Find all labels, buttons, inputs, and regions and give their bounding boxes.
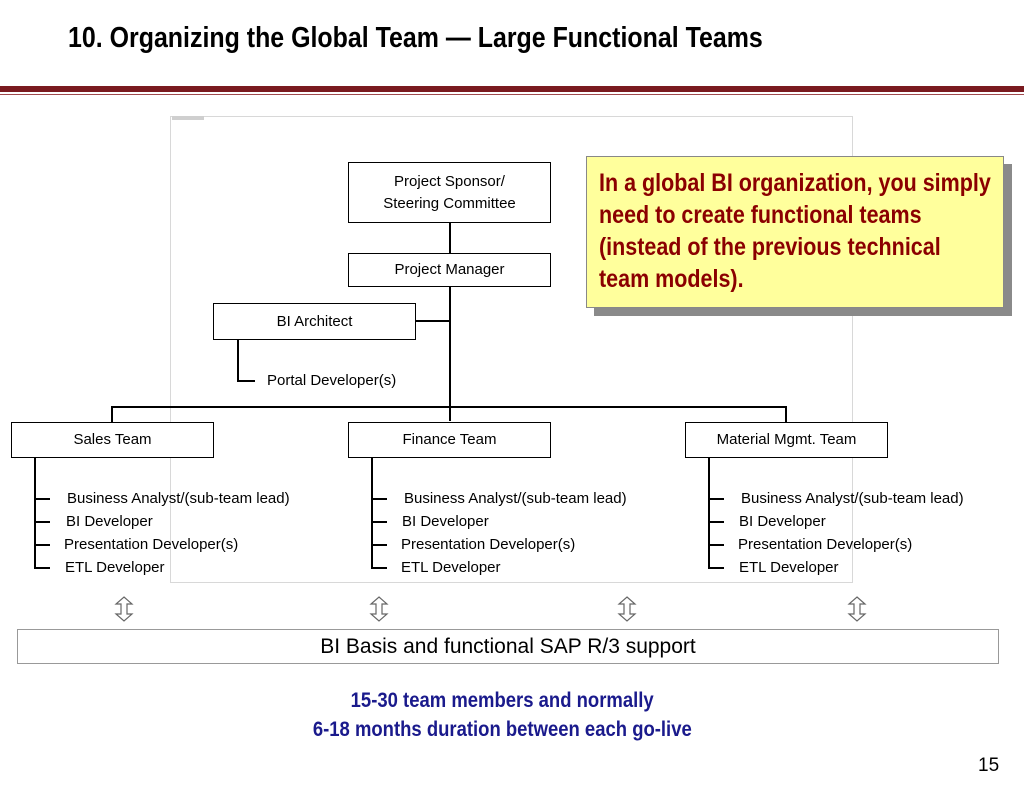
connector-architect-spine [415, 320, 450, 322]
team-sales-member: ETL Developer [65, 559, 165, 576]
connector-pm-spine [449, 287, 451, 421]
team-finance-member: ETL Developer [401, 559, 501, 576]
connector-sponsor-pm [449, 223, 451, 253]
title-rule [0, 86, 1024, 92]
connector-team-bus [111, 406, 787, 408]
support-bar: BI Basis and functional SAP R/3 support [17, 629, 999, 664]
team-material-spine [708, 458, 710, 569]
project-manager-box: Project Manager [348, 253, 551, 287]
team-finance-tick [371, 567, 387, 569]
frame-corner-mark [172, 116, 204, 120]
title-rule-thin [0, 94, 1024, 95]
team-material-member: Presentation Developer(s) [738, 536, 913, 553]
double-arrow-updown-icon [847, 596, 867, 622]
note-line1: 15-30 team members and normally [350, 689, 654, 712]
team-finance-member: Presentation Developer(s) [401, 536, 576, 553]
connector-bus-sales [111, 406, 113, 422]
connector-architect-portal-v [237, 340, 239, 381]
page-number: 15 [978, 755, 1000, 776]
team-box-finance: Finance Team [348, 422, 551, 458]
double-arrow-updown-icon [369, 596, 389, 622]
team-sales-member: BI Developer [66, 513, 153, 530]
connector-architect-portal-h [237, 380, 255, 382]
project-sponsor-box: Project Sponsor/ Steering Committee [348, 162, 551, 223]
connector-bus-material [785, 406, 787, 422]
double-arrow-updown-icon [617, 596, 637, 622]
note-line2: 6-18 months duration between each go-liv… [312, 718, 692, 741]
team-sales-member: Presentation Developer(s) [64, 536, 239, 553]
team-finance-member: Business Analyst/(sub-team lead) [404, 490, 627, 507]
project-sponsor-line1: Project Sponsor/ [394, 172, 505, 190]
bottom-note: 15-30 team members and normally 6-18 mon… [0, 686, 1004, 744]
team-material-tick [708, 498, 724, 500]
team-material-tick [708, 567, 724, 569]
team-sales-tick [34, 521, 50, 523]
team-finance-member: BI Developer [402, 513, 489, 530]
team-finance-tick [371, 544, 387, 546]
bi-architect-box: BI Architect [213, 303, 416, 340]
team-material-member: Business Analyst/(sub-team lead) [741, 490, 964, 507]
team-sales-tick [34, 498, 50, 500]
team-sales-spine [34, 458, 36, 569]
team-material-tick [708, 521, 724, 523]
team-finance-tick [371, 498, 387, 500]
team-sales-member: Business Analyst/(sub-team lead) [67, 490, 290, 507]
project-sponsor-line2: Steering Committee [383, 194, 516, 212]
team-sales-tick [34, 567, 50, 569]
portal-developer-label: Portal Developer(s) [267, 372, 397, 389]
team-material-member: ETL Developer [739, 559, 839, 576]
team-material-tick [708, 544, 724, 546]
team-sales-tick [34, 544, 50, 546]
team-material-member: BI Developer [739, 513, 826, 530]
team-finance-tick [371, 521, 387, 523]
slide-title: 10. Organizing the Global Team — Large F… [68, 22, 763, 54]
team-finance-spine [371, 458, 373, 569]
double-arrow-updown-icon [114, 596, 134, 622]
team-box-material: Material Mgmt. Team [685, 422, 888, 458]
diagram-frame [170, 116, 853, 583]
callout-box: In a global BI organization, you simply … [586, 156, 1004, 308]
team-box-sales: Sales Team [11, 422, 214, 458]
callout-text: In a global BI organization, you simply … [599, 169, 991, 293]
